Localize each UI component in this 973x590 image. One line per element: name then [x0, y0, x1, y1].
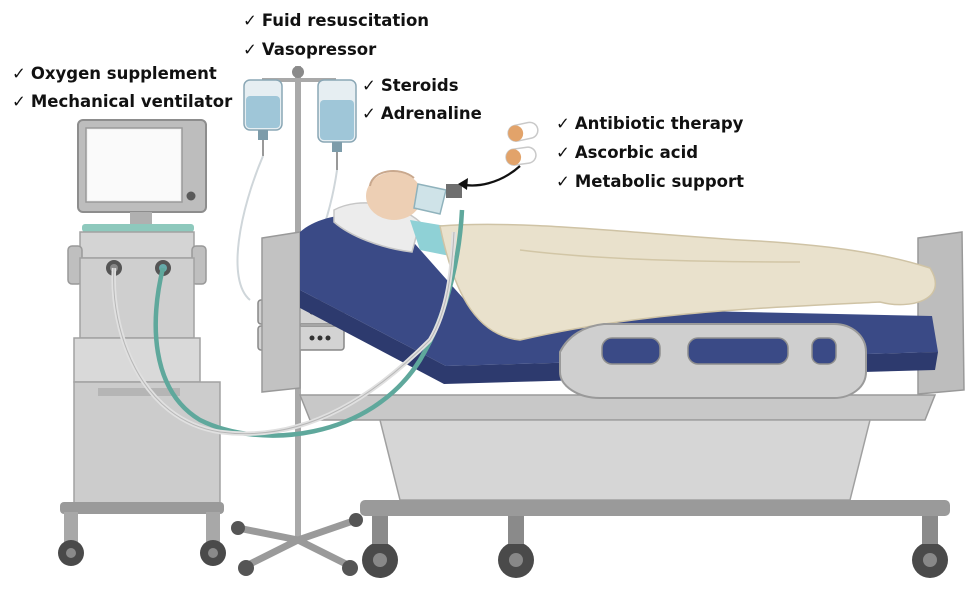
- check-icon: ✓: [556, 114, 570, 133]
- check-icon: ✓: [243, 11, 257, 30]
- label-metabolic-support: ✓Metabolic support: [556, 172, 744, 192]
- label-oxygen-supplement: ✓Oxygen supplement: [12, 64, 217, 84]
- pill-capsule-bottom: [505, 146, 537, 166]
- check-icon: ✓: [12, 64, 26, 83]
- label-ascorbic-acid: ✓Ascorbic acid: [556, 143, 698, 163]
- label-steroids: ✓Steroids: [362, 76, 459, 96]
- label-mechanical-ventilator: ✓Mechanical ventilator: [12, 92, 232, 112]
- check-icon: ✓: [362, 104, 376, 123]
- ventilator: [58, 120, 226, 566]
- iv-bag-left: [244, 80, 282, 156]
- check-icon: ✓: [556, 172, 570, 191]
- arrow: [458, 166, 520, 190]
- label-vasopressor: ✓Vasopressor: [243, 40, 376, 60]
- check-icon: ✓: [556, 143, 570, 162]
- iv-bag-right: [318, 80, 356, 170]
- label-adrenaline: ✓Adrenaline: [362, 104, 482, 124]
- check-icon: ✓: [12, 92, 26, 111]
- check-icon: ✓: [362, 76, 376, 95]
- label-antibiotic-therapy: ✓Antibiotic therapy: [556, 114, 743, 134]
- label-fluid-resuscitation: ✓Fuid resuscitation: [243, 11, 429, 31]
- bed-side-rail: [560, 324, 866, 398]
- pill-capsule-top: [507, 121, 540, 143]
- check-icon: ✓: [243, 40, 257, 59]
